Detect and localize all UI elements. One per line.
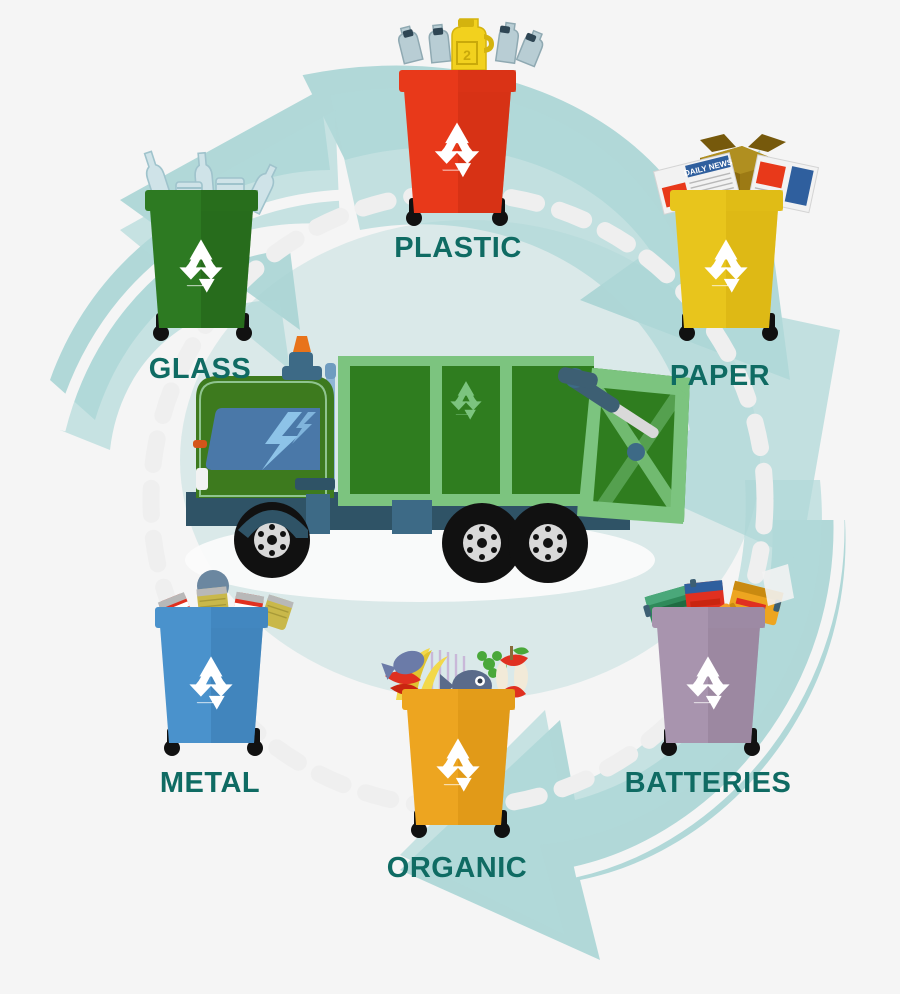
label-organic: ORGANIC [386, 852, 528, 884]
truck-axle-box-1 [392, 500, 432, 534]
arrow-left-body [60, 110, 340, 450]
truck-wheel-arch [238, 510, 308, 538]
bin-plastic[interactable]: 2 [396, 18, 547, 226]
bin-organic-lid [402, 689, 515, 710]
truck-body-rib-3 [500, 356, 512, 504]
svg-text:2: 2 [463, 47, 471, 63]
truck-wheel-rear-2 [508, 503, 588, 583]
label-glass: GLASS [148, 353, 252, 385]
bin-plastic-shade [458, 90, 511, 213]
bin-paper[interactable]: DAILY NEWS [652, 134, 820, 341]
truck-hydraulic-arm [557, 367, 659, 461]
paper-newspaper-right [747, 154, 820, 214]
bin-paper-shade [726, 209, 778, 328]
label-batteries: BATTERIES [624, 767, 792, 799]
bin-paper-lid [670, 190, 783, 211]
bin-plastic-lid [399, 70, 516, 92]
label-metal: METAL [159, 767, 261, 799]
organic-pepper [385, 670, 421, 685]
truck-axle-box-2 [306, 494, 330, 534]
bin-glass[interactable] [140, 150, 281, 341]
organic-fish-2 [381, 650, 425, 680]
truck-headlight [196, 468, 208, 490]
truck-cab-outline [199, 381, 327, 497]
bin-metal-shade [211, 626, 263, 743]
truck-lightning-icon [262, 412, 302, 470]
truck-body [338, 360, 594, 500]
bin-plastic-contents: 2 [397, 18, 544, 71]
truck-beacon-light [293, 336, 311, 352]
garbage-truck [185, 336, 690, 602]
bin-batteries-lid [652, 607, 765, 628]
truck-body-top-rail [338, 356, 594, 366]
truck-exhaust-cap [325, 363, 336, 379]
truck-indicator-light [193, 440, 207, 448]
bin-batteries-shade [708, 626, 760, 743]
truck-body-rib-2 [430, 356, 442, 504]
truck-windshield [205, 408, 320, 470]
bin-metal[interactable] [155, 570, 294, 756]
arrow-gap-top [298, 54, 695, 204]
label-plastic: PLASTIC [394, 232, 522, 264]
truck-beacon-mount [289, 352, 313, 370]
arrow-gap-right [573, 499, 845, 878]
bin-organic[interactable] [381, 646, 529, 838]
label-paper: PAPER [669, 360, 771, 392]
truck-lightning-icon-2 [292, 412, 316, 444]
truck-door-trim [295, 478, 335, 490]
truck-wheel-rear-1 [442, 503, 522, 583]
bin-batteries[interactable] [641, 564, 794, 756]
bin-metal-lid [155, 607, 268, 628]
truck-body-rib-1 [338, 356, 350, 504]
bin-glass-lid [145, 190, 258, 211]
bin-organic-shade [458, 708, 510, 825]
bin-glass-shade [201, 209, 253, 328]
